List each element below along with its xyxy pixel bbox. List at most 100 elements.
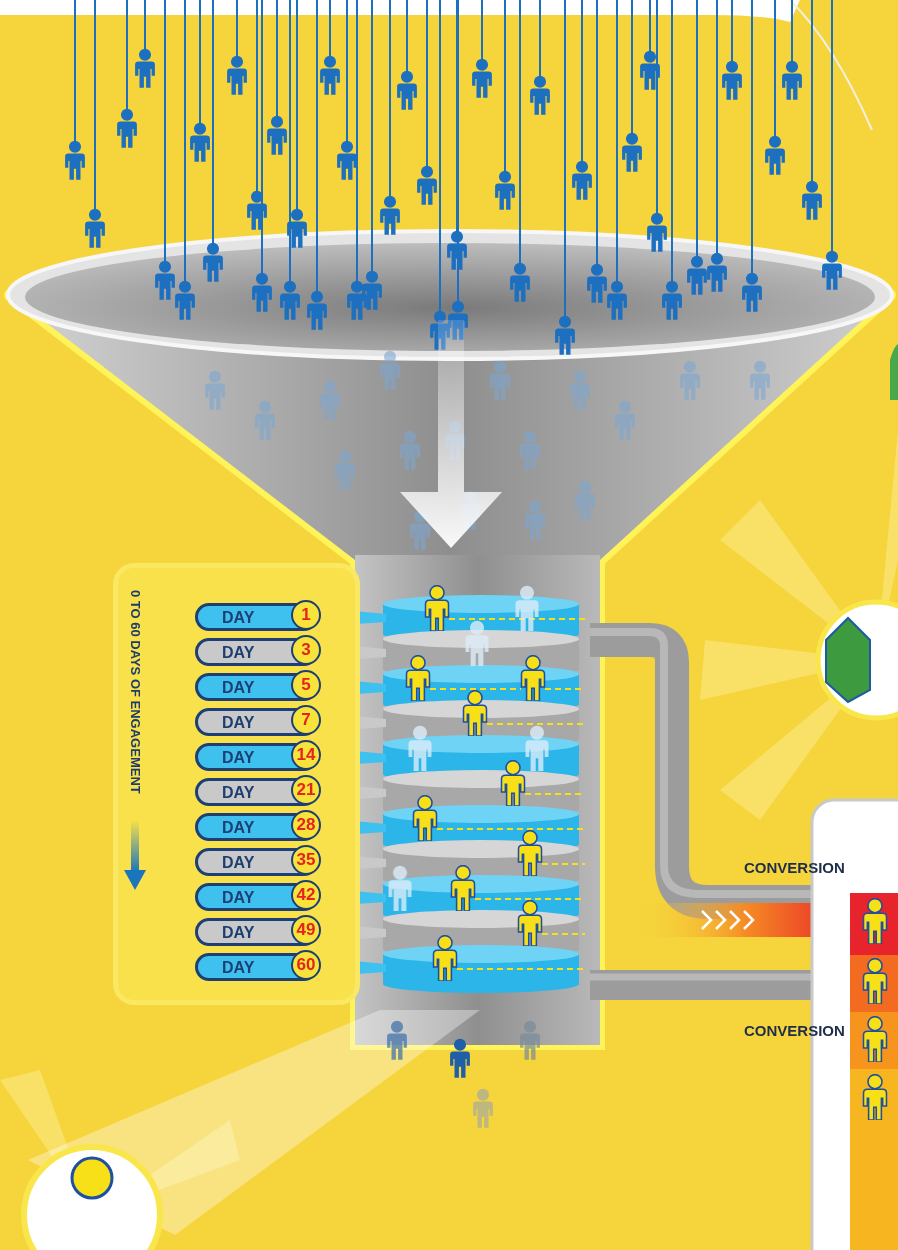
person	[85, 209, 105, 248]
day-number: 35	[291, 845, 321, 875]
day-pill: DAY3	[195, 638, 318, 666]
day-label: DAY	[222, 677, 254, 698]
person	[707, 253, 727, 292]
person	[387, 1021, 407, 1060]
chevrons	[702, 911, 753, 929]
person	[135, 49, 155, 88]
person	[615, 401, 635, 440]
person	[65, 141, 85, 180]
person	[464, 691, 487, 736]
person	[782, 61, 802, 100]
day-pill: DAY1	[195, 603, 318, 631]
person	[530, 76, 550, 115]
day-label: DAY	[222, 957, 254, 978]
person	[397, 71, 417, 110]
day-number: 7	[291, 705, 321, 735]
person	[466, 621, 489, 666]
day-pill: DAY 28	[195, 813, 318, 841]
hanging-strings	[75, 0, 832, 317]
day-pill: DAY60	[195, 953, 318, 981]
day-label: DAY	[222, 817, 254, 838]
person	[335, 451, 355, 490]
day-pill: DAY49	[195, 918, 318, 946]
day-label: DAY	[222, 887, 254, 908]
person	[526, 726, 549, 771]
person	[575, 481, 595, 520]
stage-disc-top	[383, 805, 579, 823]
person	[205, 371, 225, 410]
person	[520, 1021, 540, 1060]
day-number: 3	[291, 635, 321, 665]
person	[822, 251, 842, 290]
stage-disc-top	[383, 945, 579, 963]
person	[680, 361, 700, 400]
timeline-arrow	[131, 820, 139, 872]
person	[400, 431, 420, 470]
day-pill: DAY14	[195, 743, 318, 771]
axis-title: 0 TO 60 DAYS OF ENGAGEMENT	[127, 590, 143, 794]
person	[607, 281, 627, 320]
person	[450, 1039, 470, 1078]
person	[520, 431, 540, 470]
person	[155, 261, 175, 300]
person	[473, 1089, 493, 1128]
top-banner	[0, 0, 800, 22]
icon-circle	[24, 1147, 160, 1250]
day-number: 1	[291, 600, 321, 630]
pipe-label: CONVERSION	[744, 859, 845, 877]
person	[864, 959, 887, 1004]
person	[320, 381, 340, 420]
person	[203, 243, 223, 282]
engaged-contacts	[407, 586, 545, 981]
person	[252, 273, 272, 312]
person	[519, 901, 542, 946]
day-number: 5	[291, 670, 321, 700]
person	[622, 133, 642, 172]
person	[864, 899, 887, 944]
person	[510, 263, 530, 302]
day-number: 28	[291, 810, 321, 840]
lapsed-contacts	[389, 586, 549, 911]
stage-disc-top	[383, 875, 579, 893]
day-number: 49	[291, 915, 321, 945]
person	[380, 196, 400, 235]
dropouts	[387, 1021, 540, 1128]
icon-circle	[818, 602, 898, 718]
pipe-label: CONVERSION	[744, 1022, 845, 1040]
tier-band	[850, 955, 898, 1012]
day-pill: DAY 5	[195, 673, 318, 701]
person	[175, 281, 195, 320]
person	[490, 361, 510, 400]
day-label: DAY	[222, 782, 254, 803]
person	[502, 761, 525, 806]
green-icon	[890, 344, 898, 400]
person	[307, 291, 327, 330]
person	[864, 1017, 887, 1062]
person	[765, 136, 785, 175]
person	[519, 831, 542, 876]
person	[426, 586, 449, 631]
stage-disc-top	[383, 770, 579, 788]
person	[687, 256, 707, 295]
person	[722, 61, 742, 100]
funnel-column	[355, 555, 600, 1045]
person	[190, 123, 210, 162]
person	[434, 936, 457, 981]
person	[570, 371, 590, 410]
person	[380, 351, 400, 390]
person	[280, 281, 300, 320]
green-icon	[826, 618, 870, 702]
person	[802, 181, 822, 220]
day-number: 42	[291, 880, 321, 910]
person	[447, 231, 467, 270]
person	[452, 866, 475, 911]
person	[362, 271, 382, 310]
day-number: 21	[291, 775, 321, 805]
person	[662, 281, 682, 320]
person	[414, 796, 437, 841]
person	[117, 109, 137, 148]
crowd	[65, 49, 842, 355]
